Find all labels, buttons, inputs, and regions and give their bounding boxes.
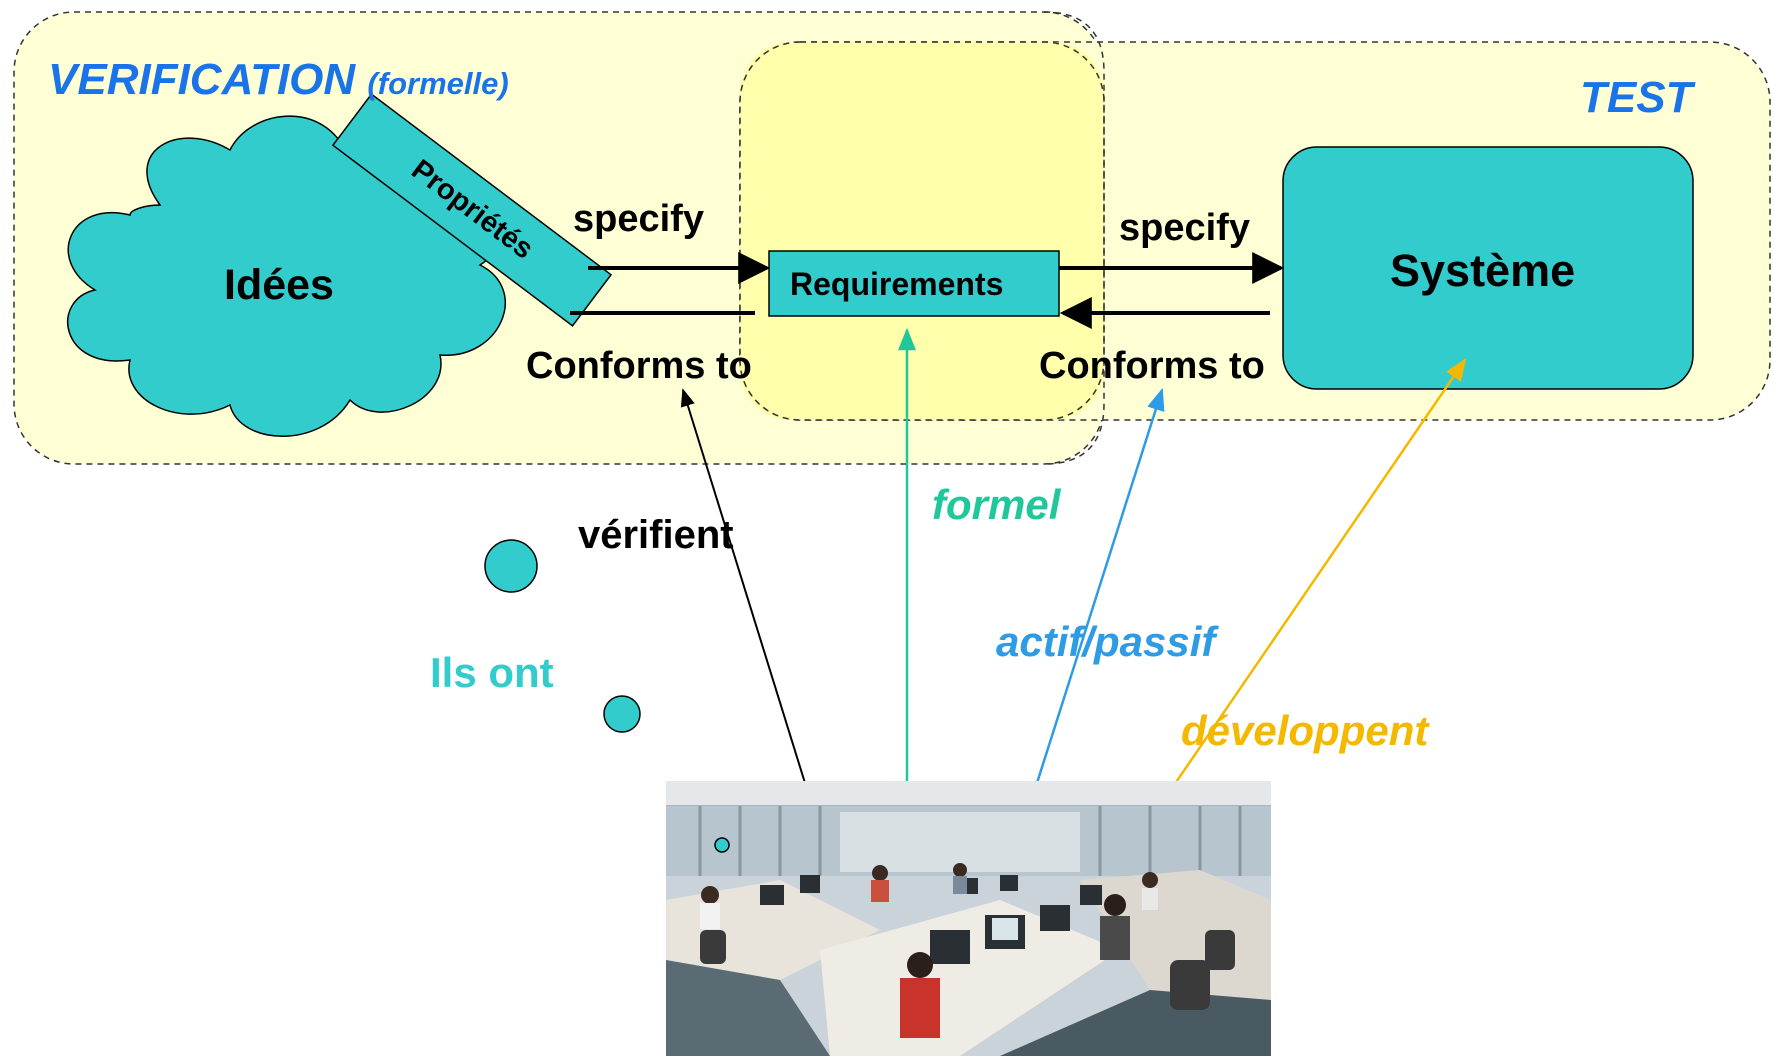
conforms-label-left: Conforms to [526,345,752,387]
idees-label: Idées [224,261,334,309]
systeme-label: Système [1390,245,1576,296]
proprietes-box [331,93,613,327]
thought-bubble-large [484,539,538,593]
actif-passif-arrow [1035,387,1165,784]
idees-cloud [67,115,506,437]
requirements-label: Requirements [790,266,1004,302]
specify-label-left: specify [573,198,704,240]
verification-subtitle: (formelle) [367,66,509,101]
verification-title-text: VERIFICATION [48,55,356,104]
office-photo [666,781,1271,1056]
verifient-arrow [680,388,806,784]
verification-title: VERIFICATION (formelle) [48,58,509,102]
verifient-label: vérifient [578,513,734,557]
test-title: TEST [1580,73,1693,122]
thought-bubble-medium [603,695,641,733]
overlap-region [740,42,1104,420]
specify-label-right: specify [1119,207,1250,249]
ils-ont-label: Ils ont [430,649,554,696]
formel-label: formel [932,481,1061,528]
developpent-label: développent [1181,707,1429,754]
conforms-label-right: Conforms to [1039,345,1265,387]
requirements-box [768,250,1060,317]
actif-passif-label: actif/passif [996,618,1216,665]
